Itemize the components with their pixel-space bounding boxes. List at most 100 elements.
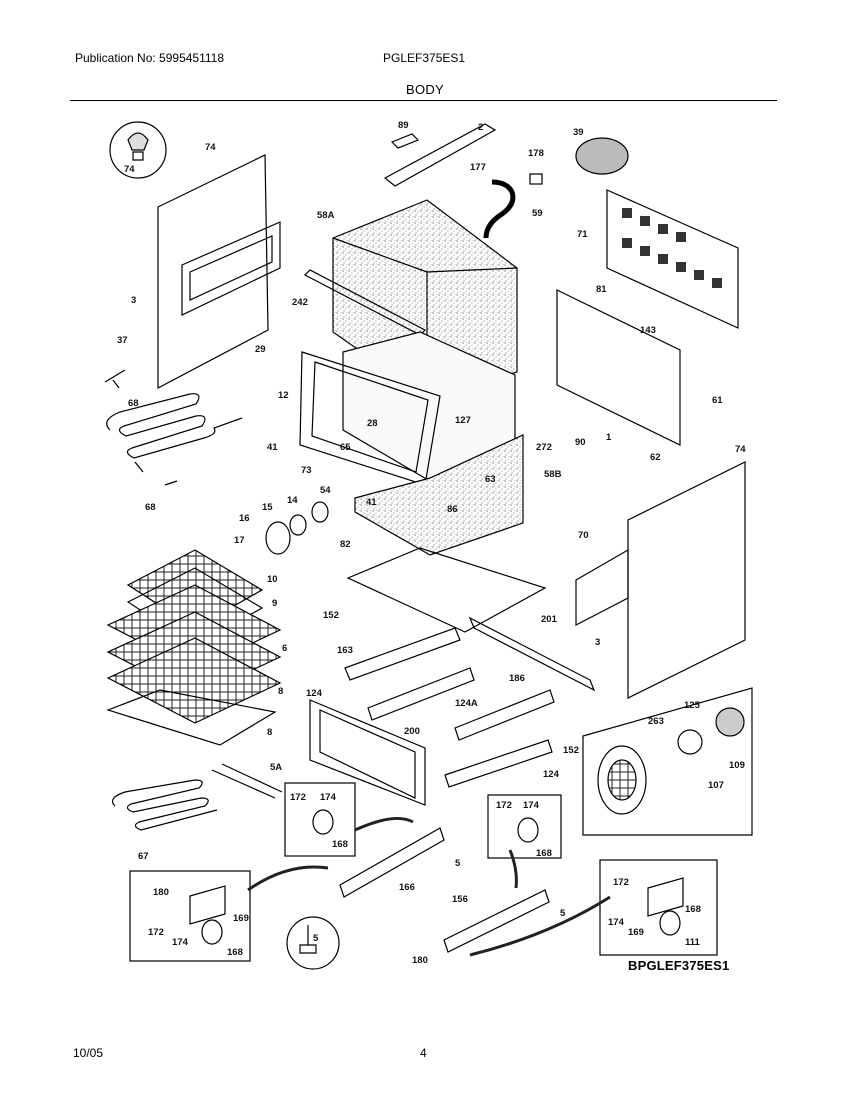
part-label: 68: [128, 398, 139, 409]
vent-clip: [529, 173, 543, 185]
part-label: 41: [267, 442, 278, 453]
convection-fan-assembly: [582, 687, 753, 836]
header-rule: [70, 100, 777, 101]
part-label: 74: [735, 444, 746, 455]
part-label: 109: [729, 760, 745, 771]
part-label: 5: [313, 933, 319, 944]
diagram-code: BPGLEF375ES1: [628, 958, 730, 973]
part-label: 37: [117, 335, 128, 346]
part-label: 124: [306, 688, 323, 699]
part-label: 73: [301, 465, 312, 476]
oven-light-bulb: [109, 121, 167, 179]
side-rail: [468, 616, 596, 692]
lower-front-frame: [309, 699, 426, 806]
part-label: 125: [684, 700, 701, 711]
part-label: 174: [172, 937, 189, 948]
part-label: 180: [412, 955, 428, 966]
oven-bottom-pan: [106, 689, 277, 746]
drawer-rails: [339, 627, 555, 953]
front-trim-strip: [303, 269, 427, 336]
part-label: 174: [608, 917, 625, 928]
part-label: 10: [267, 574, 278, 585]
part-number-callouts: 74 74 3 37 29 12 68 68 89 2 177 178 58A …: [117, 120, 746, 966]
part-label: 86: [447, 504, 458, 515]
oven-insulation-lower: [354, 434, 524, 556]
part-label: 263: [648, 716, 664, 727]
temperature-sensor-parts: [265, 501, 329, 555]
top-trim-bracket: [383, 123, 497, 187]
part-label: 2: [478, 122, 483, 133]
part-label: 12: [278, 390, 289, 401]
part-label: 172: [148, 927, 164, 938]
clip-part: [104, 369, 126, 389]
callout-arrows: [247, 816, 611, 957]
part-label: 111: [685, 937, 701, 948]
part-label: 5A: [270, 762, 282, 773]
model-number: PGLEF375ES1: [383, 51, 466, 65]
vent-hose: [483, 179, 516, 239]
part-label: 178: [528, 148, 544, 159]
publication-number: Publication No: 5995451118: [75, 51, 225, 65]
bake-element: [106, 393, 243, 486]
part-label: 152: [323, 610, 339, 621]
leveling-leg: [286, 916, 340, 970]
part-label: 180: [153, 887, 169, 898]
part-label: 58A: [317, 210, 335, 221]
part-label: 71: [577, 229, 588, 240]
part-label: 242: [292, 297, 308, 308]
part-label: 174: [523, 800, 540, 811]
part-label: 169: [628, 927, 644, 938]
broil-element: [112, 763, 283, 831]
rear-bracket: [556, 289, 681, 446]
part-label: 168: [227, 947, 243, 958]
part-label: 41: [366, 497, 377, 508]
part-label: 166: [399, 882, 415, 893]
part-label: 177: [470, 162, 486, 173]
part-label: 124A: [455, 698, 478, 709]
part-label: 68: [145, 502, 156, 513]
part-label: 8: [278, 686, 283, 697]
page-number: 4: [420, 1046, 427, 1060]
part-label: 172: [496, 800, 512, 811]
rear-panel: [606, 189, 739, 329]
part-label: 168: [685, 904, 701, 915]
part-label: 3: [131, 295, 136, 306]
part-label: 152: [563, 745, 579, 756]
part-label: 14: [287, 495, 298, 506]
cooling-fan: [575, 137, 629, 175]
part-label: 74: [205, 142, 216, 153]
part-label: 156: [452, 894, 468, 905]
inset-box-leveler-left: [129, 870, 251, 962]
part-label: 16: [239, 513, 250, 524]
part-label: 5: [560, 908, 566, 919]
part-label: 168: [332, 839, 348, 850]
part-label: 200: [404, 726, 420, 737]
part-label: 82: [340, 539, 351, 550]
left-side-panel: [157, 154, 281, 389]
inset-box-left-knob: [284, 782, 356, 857]
part-label: 186: [509, 673, 525, 684]
part-label: 67: [138, 851, 149, 862]
part-label: 61: [712, 395, 723, 406]
part-label: 63: [485, 474, 496, 485]
part-label: 15: [262, 502, 273, 513]
part-label: 272: [536, 442, 552, 453]
part-label: 9: [272, 598, 277, 609]
part-label: 124: [543, 769, 560, 780]
part-label: 172: [290, 792, 306, 803]
part-label: 1: [606, 432, 612, 443]
oven-bottom-plate: [346, 547, 547, 633]
part-label: 5: [455, 858, 461, 869]
part-label: 3: [595, 637, 600, 648]
part-label: 59: [532, 208, 543, 219]
part-label: 143: [640, 325, 656, 336]
part-label: 169: [233, 913, 249, 924]
part-label: 70: [578, 530, 589, 541]
section-title: BODY: [405, 82, 445, 97]
part-label: 174: [320, 792, 337, 803]
part-label: 81: [596, 284, 607, 295]
part-label: 62: [650, 452, 661, 463]
part-label: 65: [340, 442, 351, 453]
part-label: 168: [536, 848, 552, 859]
